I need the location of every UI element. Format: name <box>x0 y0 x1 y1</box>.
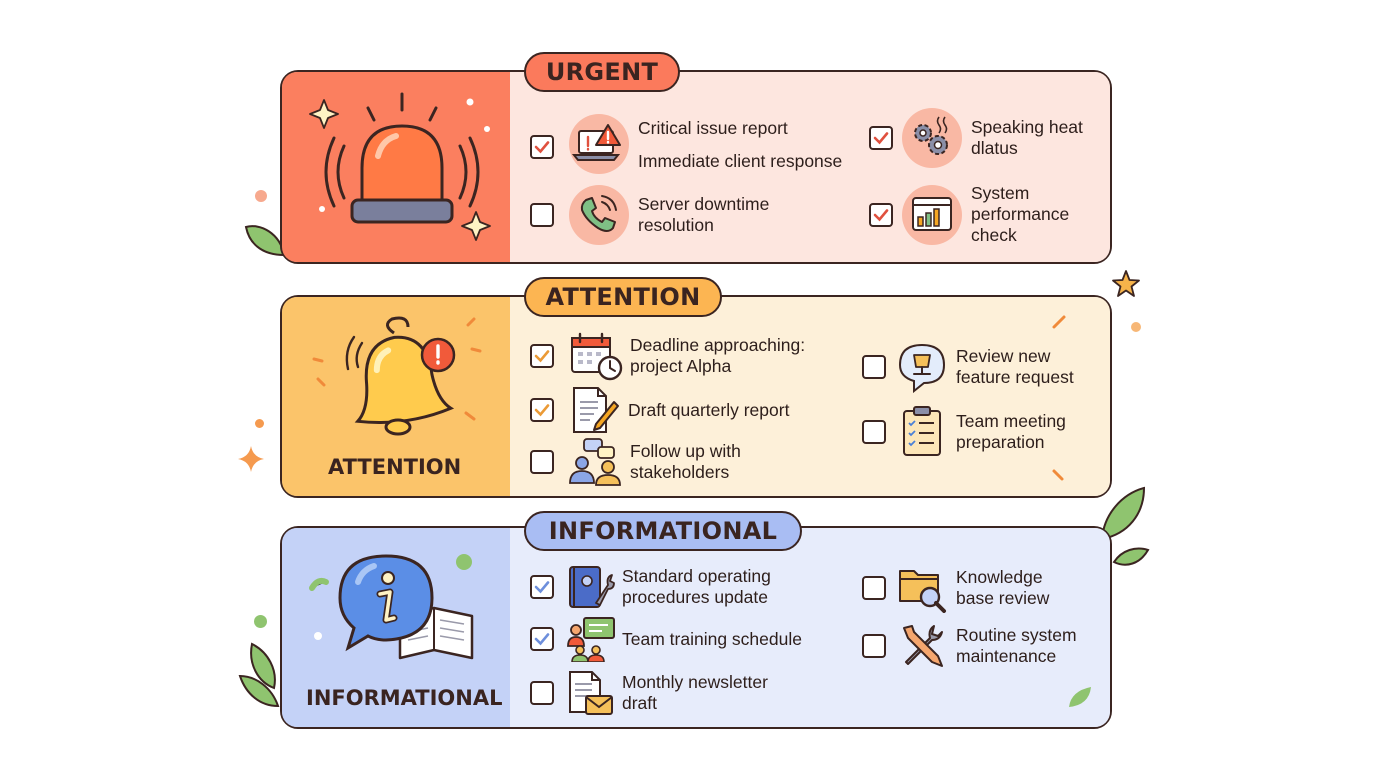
task-checkbox[interactable] <box>869 202 893 227</box>
leaf-decoration-icon <box>1100 486 1150 566</box>
informational-title: INFORMATIONAL <box>524 511 802 551</box>
checkmark-icon <box>534 141 550 154</box>
task-checkbox[interactable] <box>530 627 554 651</box>
checkmark-icon <box>534 350 550 363</box>
tools-icon <box>903 625 943 667</box>
informational-label: INFORMATIONAL <box>306 686 503 710</box>
task-checkbox[interactable] <box>862 576 886 600</box>
training-board-icon <box>567 617 615 662</box>
task-checkbox[interactable] <box>530 450 554 474</box>
checkmark-icon <box>534 633 550 646</box>
star-decoration-icon <box>1112 270 1140 297</box>
checkmark-icon <box>873 208 889 221</box>
sparkle-decoration-icon <box>238 446 264 472</box>
folder-magnifier-icon <box>899 570 946 613</box>
task-checkbox[interactable] <box>530 398 554 422</box>
manual-wrench-icon <box>569 566 615 608</box>
urgent-title: URGENT <box>524 52 680 92</box>
task-checkbox[interactable] <box>862 420 886 444</box>
task-item[interactable]: Team training schedule <box>530 616 802 662</box>
task-checkbox[interactable] <box>530 575 554 599</box>
leaf-decoration-icon <box>238 642 280 708</box>
bell-alert-icon <box>312 316 482 436</box>
newsletter-envelope-icon <box>569 671 613 715</box>
dashboard-chart-icon <box>902 184 962 245</box>
gears-icon <box>902 108 962 168</box>
leaf-decoration-icon <box>1069 687 1091 707</box>
sparkle-decoration-icon <box>1052 315 1066 329</box>
task-checkbox[interactable] <box>530 344 554 368</box>
task-label: Team training schedule <box>622 628 802 649</box>
task-checkbox[interactable] <box>530 203 554 227</box>
checkmark-icon <box>873 132 889 145</box>
task-label: Deadline approaching:project Alpha <box>630 335 806 376</box>
attention-title: ATTENTION <box>524 277 722 317</box>
sparkle-decoration-icon <box>1052 469 1064 481</box>
calendar-clock-icon <box>571 332 623 381</box>
lamp-bubble-icon <box>898 343 946 393</box>
people-chat-icon <box>569 438 621 486</box>
dot-decoration <box>254 615 267 628</box>
task-label: Draft quarterly report <box>628 399 790 420</box>
task-item[interactable]: Draft quarterly report <box>530 386 789 434</box>
phone-icon <box>569 185 629 245</box>
dot-decoration <box>1131 322 1141 332</box>
attention-label: ATTENTION <box>328 455 462 479</box>
laptop-alert-icon <box>569 114 629 174</box>
alarm-siren-icon <box>309 92 491 241</box>
task-item[interactable]: Deadline approaching:project Alpha <box>530 330 805 382</box>
dot-decoration <box>255 190 267 202</box>
task-checkbox[interactable] <box>530 135 554 159</box>
attention-illustration: ATTENTION <box>282 297 510 496</box>
checkmark-icon <box>534 404 550 417</box>
task-checkbox[interactable] <box>862 634 886 658</box>
checkmark-icon <box>534 581 550 594</box>
task-checkbox[interactable] <box>862 355 886 379</box>
info-bubble-book-icon <box>309 554 474 660</box>
task-checkbox[interactable] <box>869 126 893 150</box>
document-pencil-icon <box>573 387 619 433</box>
task-checkbox[interactable] <box>530 681 554 705</box>
dot-decoration <box>255 419 264 428</box>
informational-illustration: INFORMATIONAL <box>282 528 510 727</box>
urgent-illustration <box>282 72 510 262</box>
clipboard-checklist-icon <box>903 406 941 456</box>
informational-panel: INFORMATIONAL <box>280 526 1112 729</box>
